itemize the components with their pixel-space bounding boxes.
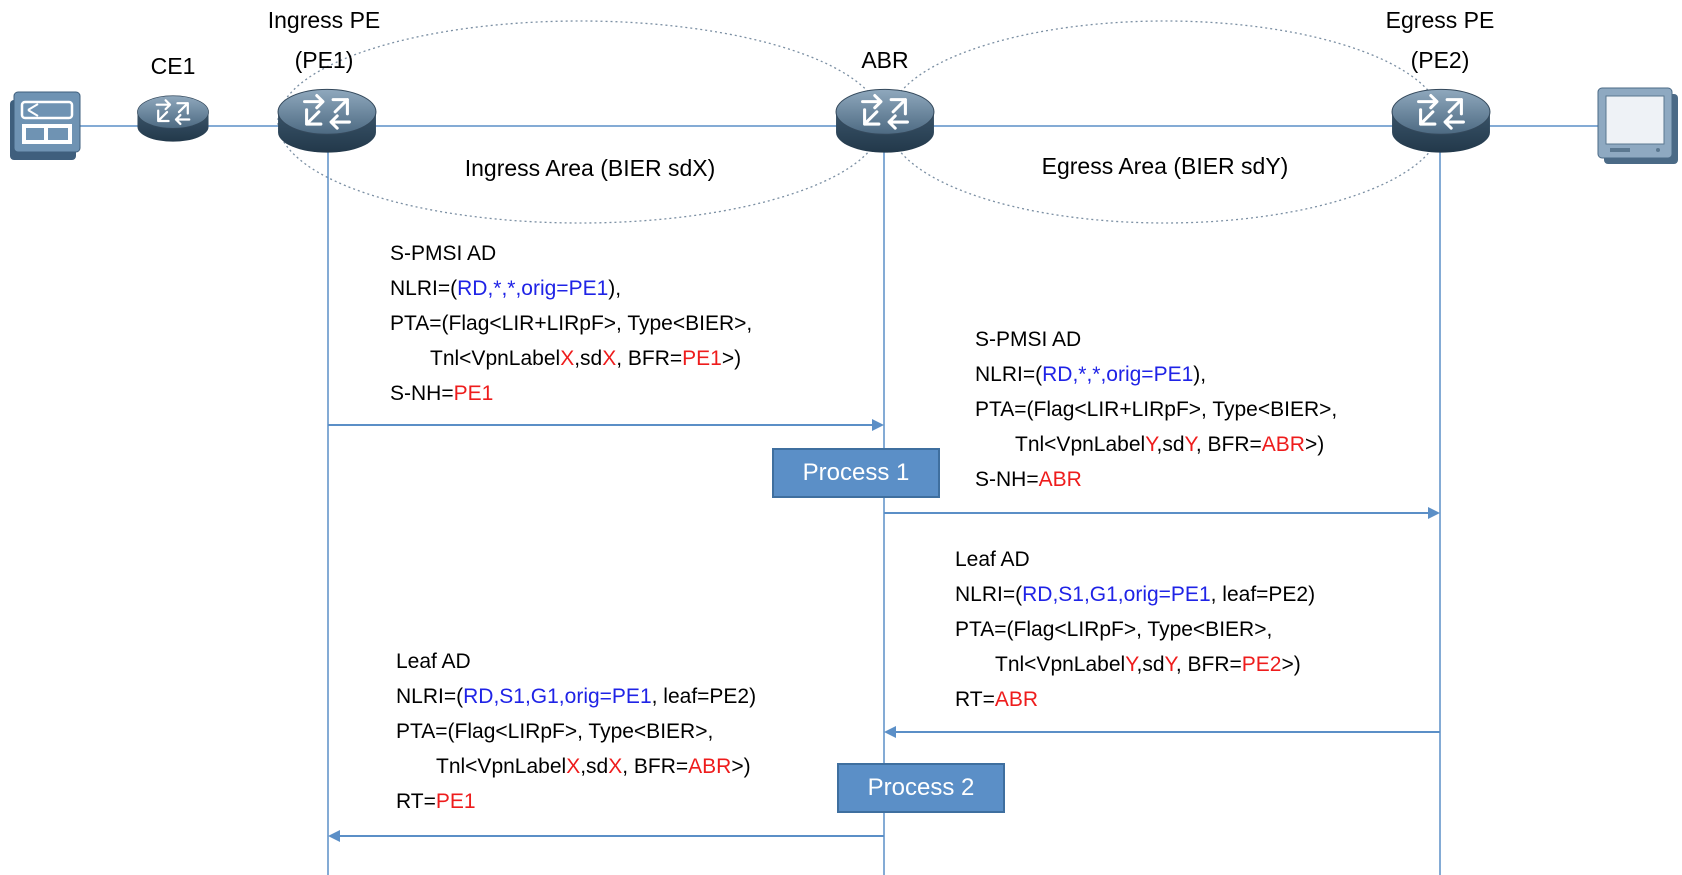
message-segment: RT=: [396, 790, 436, 813]
message-segment: PTA=(Flag<LIR+LIRpF>, Type<BIER>,: [390, 312, 753, 335]
message-segment: , BFR=: [616, 347, 683, 370]
message-segment: , leaf=PE2): [651, 685, 757, 708]
message-segment: RD,*,*,orig=PE1: [1042, 363, 1194, 386]
message-segment: RD,S1,G1,orig=PE1: [463, 685, 652, 708]
message-segment: Tnl<VpnLabel: [436, 755, 567, 778]
message-segment: ABR: [1038, 468, 1082, 491]
pe1-label-line2: (PE1): [294, 47, 354, 73]
message-segment: PTA=(Flag<LIRpF>, Type<BIER>,: [396, 720, 714, 743]
message-line: NLRI=(RD,*,*,orig=PE1),: [975, 363, 1206, 387]
message-title: S-PMSI AD: [390, 242, 496, 266]
message-segment: PE1: [453, 382, 494, 405]
message-segment: RT=: [955, 688, 995, 711]
message-segment: , BFR=: [622, 755, 689, 778]
message-segment: , BFR=: [1175, 653, 1242, 676]
message-segment: NLRI=(: [396, 685, 464, 708]
message-line: NLRI=(RD,S1,G1,orig=PE1, leaf=PE2): [955, 583, 1315, 607]
message-line: S-NH=PE1: [390, 382, 493, 406]
message-segment: S-PMSI AD: [390, 242, 497, 265]
message-segment: S-NH=: [390, 382, 454, 405]
message-title: Leaf AD: [955, 548, 1030, 572]
pe1-router-icon: [276, 87, 378, 155]
message-segment: ,sd: [1136, 653, 1165, 676]
message-line: NLRI=(RD,S1,G1,orig=PE1, leaf=PE2): [396, 685, 756, 709]
pe2-label-line1: Egress PE: [1385, 7, 1495, 33]
message-segment: ,sd: [580, 755, 609, 778]
pe2-label-line2: (PE2): [1410, 47, 1470, 73]
process-2-box: Process 2: [837, 763, 1005, 813]
message-segment: S-PMSI AD: [975, 328, 1082, 351]
message-segment: >): [721, 347, 742, 370]
message-line: PTA=(Flag<LIRpF>, Type<BIER>,: [396, 720, 713, 744]
message-line: NLRI=(RD,*,*,orig=PE1),: [390, 277, 621, 301]
message-line: PTA=(Flag<LIR+LIRpF>, Type<BIER>,: [975, 398, 1337, 422]
message-segment: X: [602, 347, 617, 370]
message-title: S-PMSI AD: [975, 328, 1081, 352]
message-segment: X: [566, 755, 581, 778]
message-segment: X: [560, 347, 575, 370]
message-segment: NLRI=(: [390, 277, 458, 300]
message-segment: Tnl<VpnLabel: [995, 653, 1126, 676]
message-segment: Leaf AD: [955, 548, 1030, 571]
ingress-area-label: Ingress Area (BIER sdX): [464, 155, 716, 181]
pe1-label-line1: Ingress PE: [267, 7, 381, 33]
message-segment: NLRI=(: [975, 363, 1043, 386]
message-segment: RD,*,*,orig=PE1: [457, 277, 609, 300]
message-line: Tnl<VpnLabelX,sdX, BFR=PE1>): [430, 347, 741, 371]
message-line: PTA=(Flag<LIRpF>, Type<BIER>,: [955, 618, 1272, 642]
message-segment: Y: [1145, 433, 1157, 456]
process-1-box: Process 1: [772, 448, 940, 498]
message-segment: , BFR=: [1195, 433, 1262, 456]
message-line: RT=ABR: [955, 688, 1038, 712]
message-line: RT=PE1: [396, 790, 476, 814]
message-segment: PE1: [435, 790, 476, 813]
message-segment: Leaf AD: [396, 650, 471, 673]
message-segment: >): [1304, 433, 1325, 456]
message-segment: >): [731, 755, 751, 778]
message-line: PTA=(Flag<LIR+LIRpF>, Type<BIER>,: [390, 312, 752, 336]
abr-label: ABR: [861, 47, 909, 73]
message-line: Tnl<VpnLabelX,sdX, BFR=ABR>): [436, 755, 751, 779]
message-title: Leaf AD: [396, 650, 471, 674]
message-line: S-NH=ABR: [975, 468, 1082, 492]
message-segment: ),: [1193, 363, 1207, 386]
message-segment: Y: [1164, 653, 1176, 676]
message-line: Tnl<VpnLabelY,sdY, BFR=ABR>): [1015, 433, 1324, 457]
message-segment: ,sd: [574, 347, 603, 370]
message-segment: , leaf=PE2): [1210, 583, 1316, 606]
message-segment: ABR: [994, 688, 1039, 711]
message-segment: Y: [1184, 433, 1196, 456]
message-segment: ABR: [688, 755, 732, 778]
pe2-router-icon: [1390, 87, 1492, 155]
message-segment: ,sd: [1156, 433, 1185, 456]
abr-router-icon: [834, 87, 936, 155]
message-segment: ),: [608, 277, 622, 300]
message-segment: S-NH=: [975, 468, 1039, 491]
message-segment: Tnl<VpnLabel: [430, 347, 561, 370]
message-segment: PTA=(Flag<LIRpF>, Type<BIER>,: [955, 618, 1273, 641]
message-segment: ABR: [1261, 433, 1305, 456]
message-line: Tnl<VpnLabelY,sdY, BFR=PE2>): [995, 653, 1301, 677]
message-segment: >): [1281, 653, 1301, 676]
message-segment: PE2: [1241, 653, 1282, 676]
message-segment: X: [608, 755, 623, 778]
egress-area-ellipse: [887, 20, 1443, 224]
message-segment: PTA=(Flag<LIR+LIRpF>, Type<BIER>,: [975, 398, 1338, 421]
ce1-label: CE1: [150, 53, 196, 79]
message-segment: Y: [1125, 653, 1137, 676]
receiver-monitor-icon: [1597, 87, 1678, 164]
message-segment: Tnl<VpnLabel: [1015, 433, 1146, 456]
message-segment: NLRI=(: [955, 583, 1023, 606]
video-source-icon: [10, 91, 81, 160]
message-segment: PE1: [682, 347, 722, 370]
message-segment: RD,S1,G1,orig=PE1: [1022, 583, 1211, 606]
ce1-router-icon: [136, 94, 210, 143]
egress-area-label: Egress Area (BIER sdY): [1041, 153, 1289, 179]
